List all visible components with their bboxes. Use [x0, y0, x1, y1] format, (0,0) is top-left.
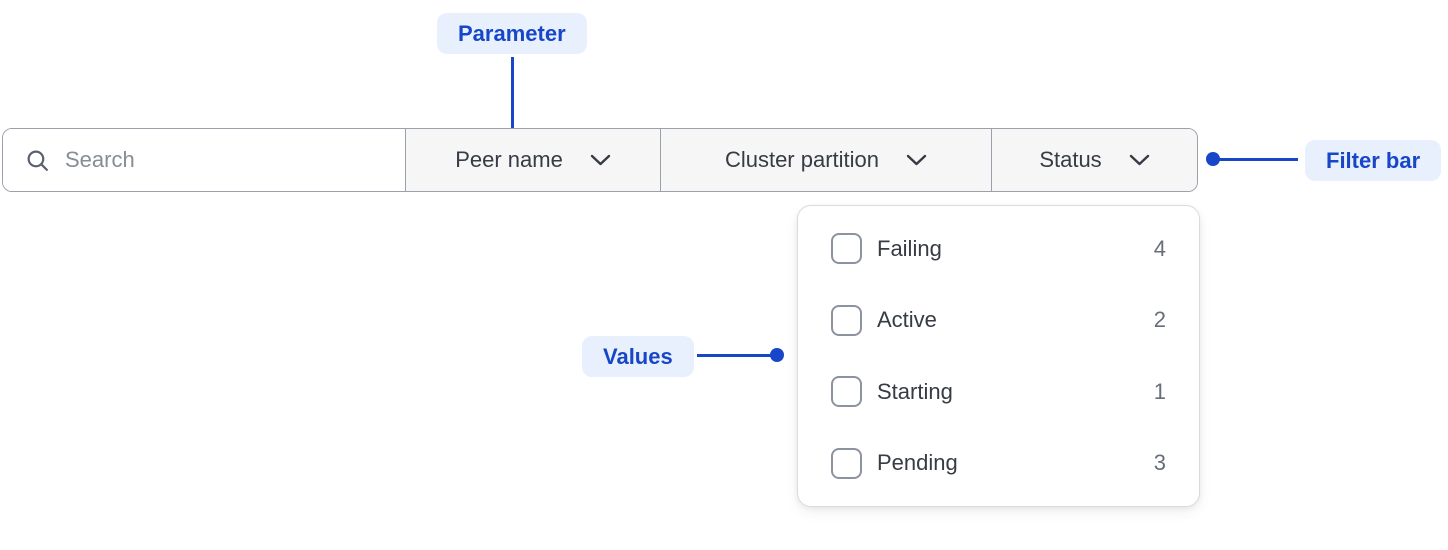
status-option-starting[interactable]: Starting 1	[798, 356, 1199, 428]
status-option-active[interactable]: Active 2	[798, 285, 1199, 357]
status-option-count: 1	[1153, 378, 1166, 404]
cluster-partition-dropdown[interactable]: Cluster partition	[660, 129, 991, 191]
checkbox[interactable]	[831, 233, 862, 265]
checkbox[interactable]	[831, 447, 862, 479]
filter-bar-annotation-badge: Filter bar	[1305, 140, 1442, 181]
status-dropdown-panel: Failing 4 Active 2 Starting 1 Pending 3	[797, 205, 1200, 507]
peer-name-dropdown-label: Peer name	[455, 147, 563, 172]
search-field[interactable]	[3, 129, 405, 191]
parameter-connector-line	[511, 57, 514, 137]
status-dropdown[interactable]: Status	[991, 129, 1197, 191]
status-option-label: Active	[877, 307, 937, 333]
status-option-count: 3	[1153, 450, 1166, 476]
status-option-label: Starting	[877, 378, 953, 404]
checkbox[interactable]	[831, 376, 862, 408]
values-connector-dot	[770, 348, 784, 362]
status-option-pending[interactable]: Pending 3	[798, 428, 1199, 500]
status-option-count: 2	[1153, 307, 1166, 333]
status-option-label: Pending	[877, 450, 958, 476]
values-connector-line	[697, 354, 777, 357]
chevron-down-icon	[1129, 154, 1149, 166]
status-option-label: Failing	[877, 235, 942, 261]
filter-bar: Peer name Cluster partition Status	[2, 128, 1198, 192]
cluster-partition-dropdown-label: Cluster partition	[724, 147, 880, 172]
checkbox[interactable]	[831, 304, 862, 336]
status-option-count: 4	[1153, 235, 1166, 261]
search-input[interactable]	[65, 147, 395, 173]
parameter-annotation-badge: Parameter	[437, 13, 587, 54]
status-dropdown-label: Status	[1039, 147, 1102, 172]
search-icon	[27, 150, 48, 171]
chevron-down-icon	[590, 154, 611, 166]
filter-bar-connector-line	[1213, 158, 1298, 161]
peer-name-dropdown[interactable]: Peer name	[405, 129, 660, 191]
chevron-down-icon	[906, 154, 927, 166]
status-option-failing[interactable]: Failing 4	[798, 213, 1199, 285]
values-annotation-badge: Values	[582, 336, 694, 377]
